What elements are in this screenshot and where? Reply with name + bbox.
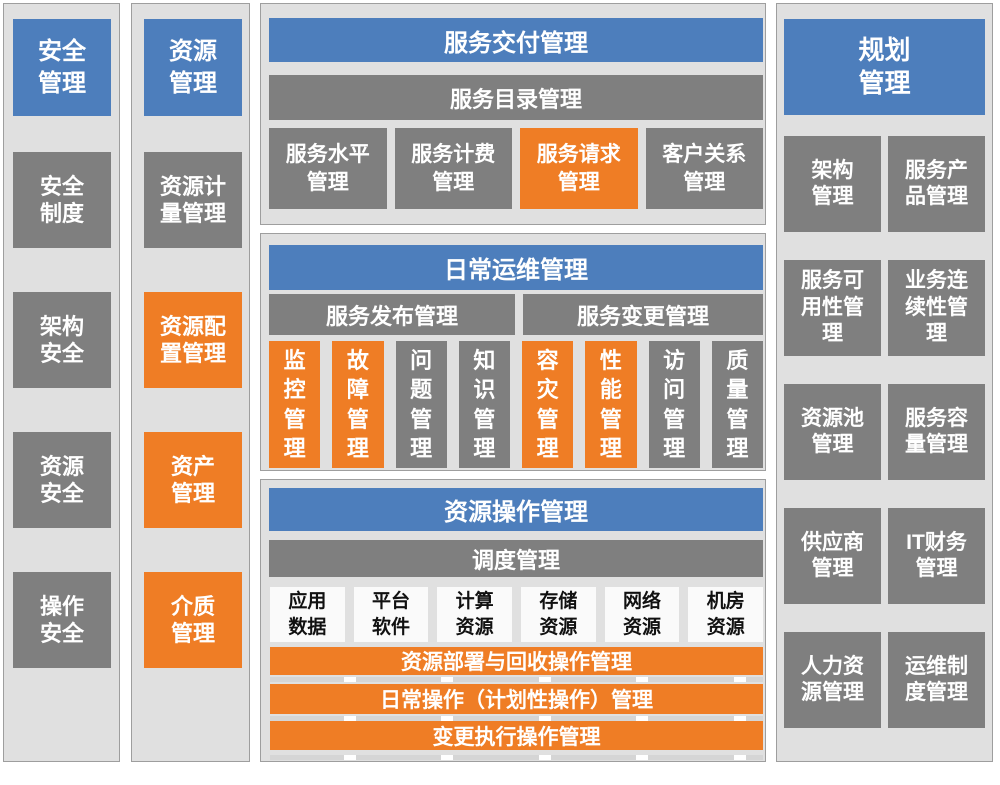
service-delivery-panel: 服务交付管理 服务目录管理 服务水平 管理 服务计费 管理 服务请求 管理 客户… [260,3,766,225]
resource-ops-panel: 资源操作管理 调度管理 应用 数据 平台 软件 计算 资源 存储 资源 网络 资… [260,479,766,762]
app-data-box: 应用 数据 [270,587,345,642]
service-product-box: 服务产 品管理 [888,136,985,232]
resource-pool-box: 资源池 管理 [784,384,881,480]
resource-panel: 资源 管理 资源计 量管理 资源配 置管理 资产 管理 介质 管理 [131,3,250,762]
service-billing-box: 服务计费 管理 [394,128,512,209]
platform-software-box: 平台 软件 [353,587,429,642]
business-continuity-box: 业务连 续性管 理 [888,260,985,356]
datacenter-resource-box: 机房 资源 [688,587,764,642]
service-change-bar: 服务变更管理 [523,294,763,335]
grid-band [270,755,763,760]
media-management-box: 介质 管理 [144,572,242,668]
resource-management-header: 资源 管理 [144,19,242,116]
security-management-header: 安全 管理 [13,19,111,116]
network-resource-box: 网络 资源 [604,587,680,642]
security-policy-box: 安全 制度 [13,152,111,248]
planning-panel: 规划 管理 架构 管理 服务产 品管理 服务可 用性管 理 业务连 续性管 理 … [776,3,993,762]
ops-column-row: 监 控 管 理 故 障 管 理 问 题 管 理 知 识 管 理 容 灾 管 理 … [269,341,763,468]
service-catalog-bar: 服务目录管理 [269,75,763,120]
it-finance-box: IT财务 管理 [888,508,985,604]
operation-security-box: 操作 安全 [13,572,111,668]
resource-security-box: 资源 安全 [13,432,111,528]
customer-relationship-box: 客户关系 管理 [645,128,763,209]
deploy-recycle-bar: 资源部署与回收操作管理 [270,647,763,675]
ops-policy-box: 运维制 度管理 [888,632,985,728]
security-panel: 安全 管理 安全 制度 架构 安全 资源 安全 操作 安全 [3,3,120,762]
asset-management-box: 资产 管理 [144,432,242,528]
hr-management-box: 人力资 源管理 [784,632,881,728]
ops-bar-row: 服务发布管理 服务变更管理 [269,294,763,335]
service-request-box: 服务请求 管理 [520,128,638,209]
resource-ops-header: 资源操作管理 [269,488,763,531]
service-delivery-header: 服务交付管理 [269,18,763,62]
service-availability-box: 服务可 用性管 理 [784,260,881,356]
resource-type-row: 应用 数据 平台 软件 计算 资源 存储 资源 网络 资源 机房 资源 [270,587,764,642]
resource-configuration-box: 资源配 置管理 [144,292,242,388]
grid-band [270,716,763,721]
knowledge-box: 知 识 管 理 [458,341,510,468]
incident-box: 故 障 管 理 [332,341,384,468]
supplier-management-box: 供应商 管理 [784,508,881,604]
access-box: 访 问 管 理 [648,341,700,468]
change-execution-bar: 变更执行操作管理 [270,721,763,750]
grid-band [270,677,763,682]
performance-box: 性 能 管 理 [585,341,637,468]
storage-resource-box: 存储 资源 [521,587,596,642]
service-capacity-box: 服务容 量管理 [888,384,985,480]
problem-box: 问 题 管 理 [395,341,447,468]
quality-box: 质 量 管 理 [711,341,763,468]
resource-metering-box: 资源计 量管理 [144,152,242,248]
service-level-box: 服务水平 管理 [269,128,387,209]
compute-resource-box: 计算 资源 [437,587,513,642]
architecture-security-box: 架构 安全 [13,292,111,388]
service-delivery-row: 服务水平 管理 服务计费 管理 服务请求 管理 客户关系 管理 [269,128,763,209]
routine-ops-bar: 日常操作（计划性操作）管理 [270,684,763,714]
scheduling-bar: 调度管理 [269,540,763,577]
disaster-recovery-box: 容 灾 管 理 [522,341,574,468]
service-release-bar: 服务发布管理 [269,294,515,335]
daily-ops-header: 日常运维管理 [269,245,763,290]
monitoring-box: 监 控 管 理 [269,341,321,468]
planning-management-header: 规划 管理 [784,19,985,115]
architecture-management-box: 架构 管理 [784,136,881,232]
daily-ops-panel: 日常运维管理 服务发布管理 服务变更管理 监 控 管 理 故 障 管 理 问 题… [260,233,766,471]
